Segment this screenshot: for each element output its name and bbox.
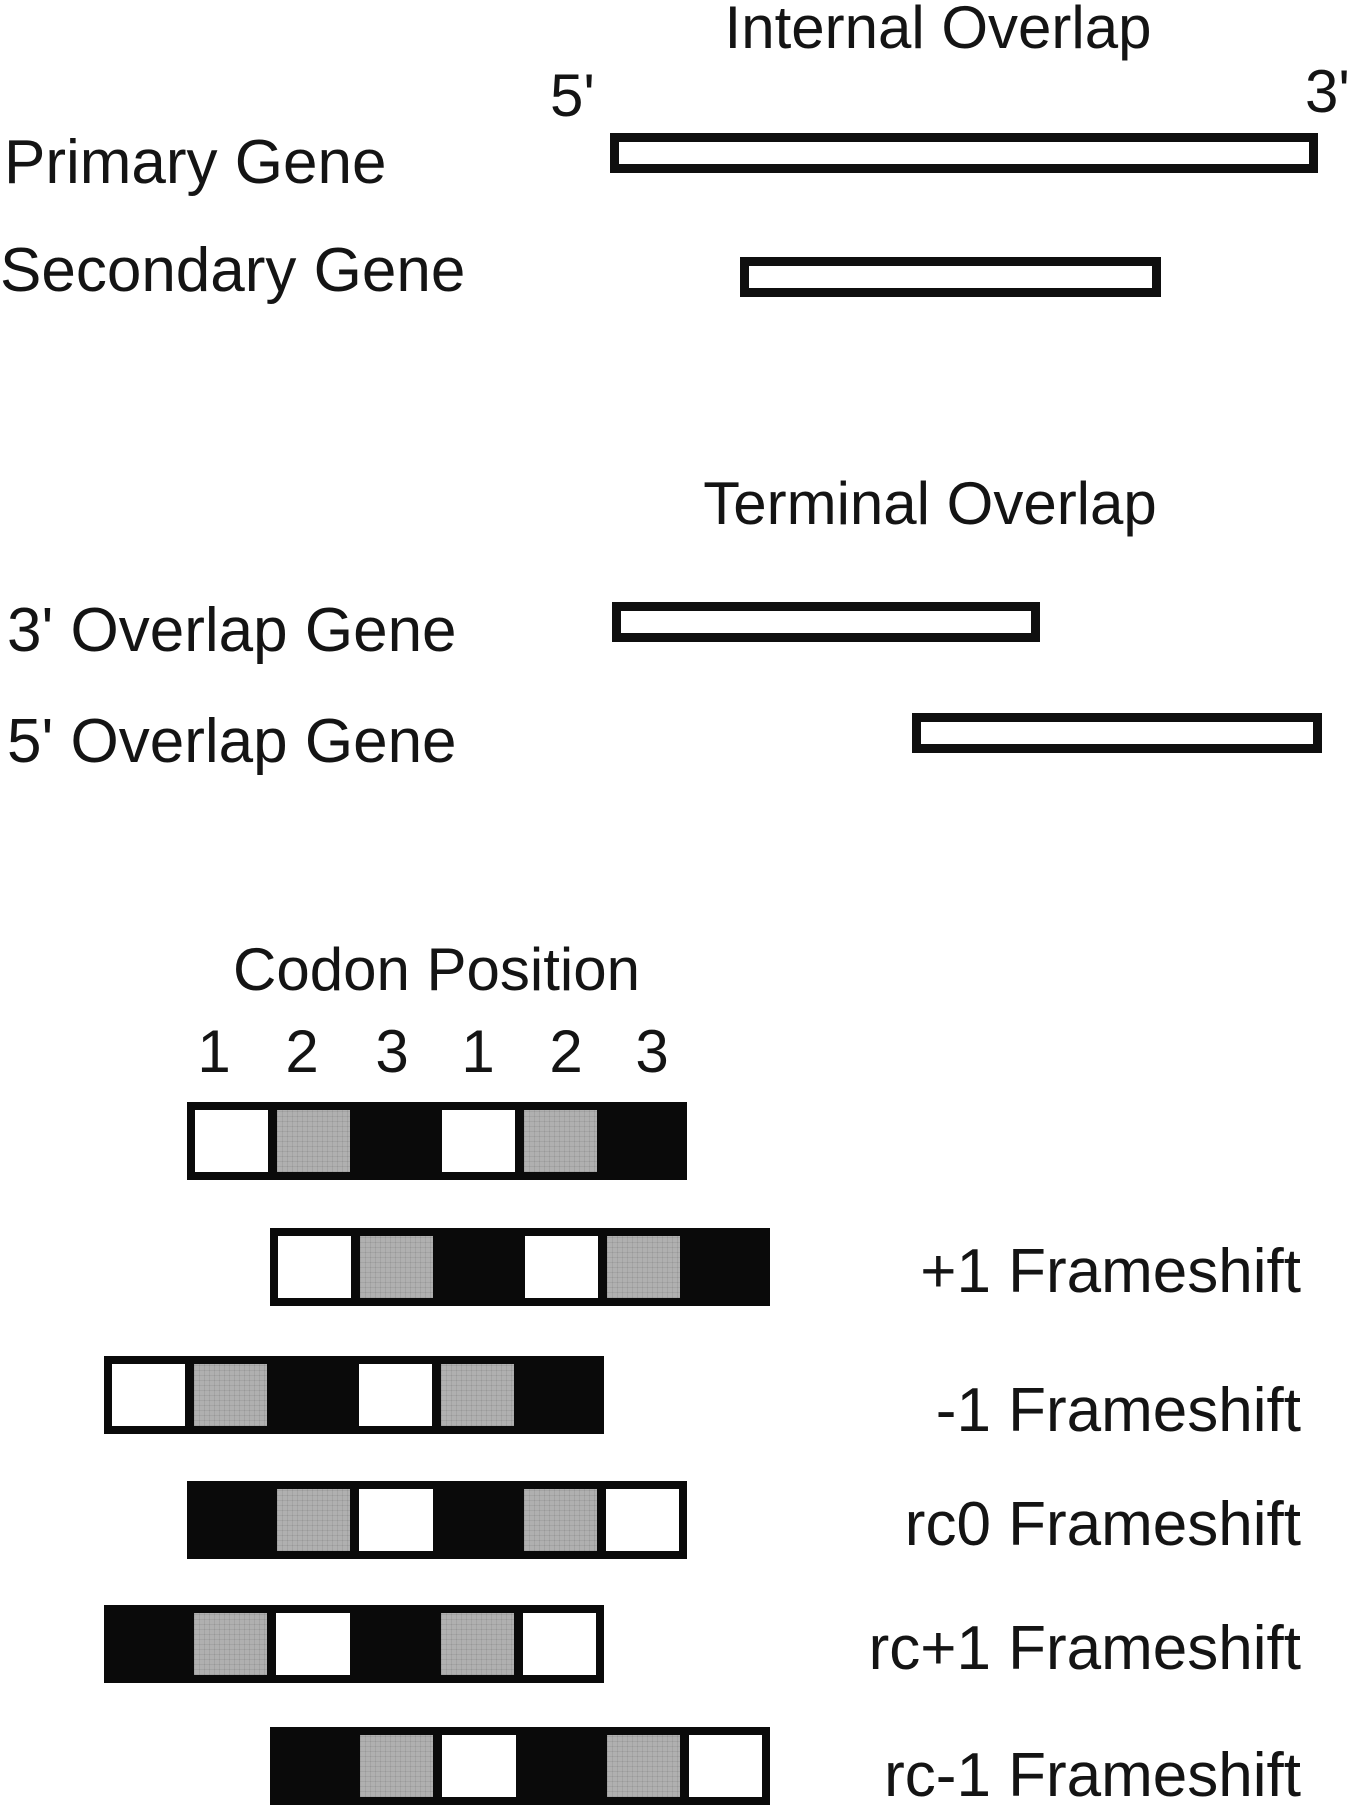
codon-cell xyxy=(442,1236,516,1298)
five-prime-overlap-gene-bar xyxy=(912,713,1322,753)
codon-cell xyxy=(522,1364,597,1426)
codon-cell xyxy=(605,1110,680,1172)
codon-cell xyxy=(358,1613,432,1675)
terminal-overlap-title: Terminal Overlap xyxy=(703,470,1157,537)
codon-cell xyxy=(112,1364,186,1426)
codon-cell xyxy=(440,1613,514,1675)
plus1-frameshift-label: +1 Frameshift xyxy=(920,1237,1301,1306)
codon-cell xyxy=(358,1364,432,1426)
codon-cell xyxy=(440,1364,514,1426)
codon-row-rc0 xyxy=(187,1481,687,1559)
codon-cell xyxy=(606,1236,680,1298)
secondary-gene-label: Secondary Gene xyxy=(0,236,466,305)
three-prime-label: 3' xyxy=(1305,58,1350,125)
codon-cell xyxy=(605,1489,680,1551)
codon-cell xyxy=(277,1489,351,1551)
codon-number-2: 2 xyxy=(285,1018,319,1085)
secondary-gene-bar xyxy=(740,257,1161,297)
codon-cell xyxy=(688,1735,763,1797)
codon-cell xyxy=(195,1110,269,1172)
codon-cell xyxy=(441,1110,515,1172)
codon-row-reference xyxy=(187,1102,687,1180)
codon-cell xyxy=(277,1110,351,1172)
codon-number-6: 3 xyxy=(635,1018,669,1085)
codon-cell xyxy=(524,1735,598,1797)
primary-gene-bar xyxy=(610,133,1318,173)
codon-row-rcminus1 xyxy=(270,1727,770,1805)
minus1-frameshift-label: -1 Frameshift xyxy=(935,1376,1301,1445)
codon-cell xyxy=(523,1110,597,1172)
internal-overlap-title: Internal Overlap xyxy=(724,0,1152,61)
codon-cell xyxy=(360,1236,434,1298)
codon-cell xyxy=(276,1364,350,1426)
codon-number-1: 1 xyxy=(197,1018,231,1085)
codon-cell xyxy=(112,1613,186,1675)
codon-cell xyxy=(606,1735,680,1797)
codon-cell xyxy=(276,1613,350,1675)
codon-number-4: 1 xyxy=(461,1018,495,1085)
codon-cell xyxy=(278,1236,352,1298)
codon-number-5: 2 xyxy=(549,1018,583,1085)
codon-position-title: Codon Position xyxy=(233,936,640,1003)
three-prime-overlap-gene-label: 3' Overlap Gene xyxy=(7,596,457,665)
five-prime-label: 5' xyxy=(550,62,595,129)
codon-cell xyxy=(194,1613,268,1675)
rcminus1-frameshift-label: rc-1 Frameshift xyxy=(884,1741,1301,1810)
five-prime-overlap-gene-label: 5' Overlap Gene xyxy=(7,707,457,776)
codon-row-rcplus1 xyxy=(104,1605,604,1683)
codon-cell xyxy=(278,1735,352,1797)
codon-cell xyxy=(194,1364,268,1426)
codon-cell xyxy=(195,1489,269,1551)
rcplus1-frameshift-label: rc+1 Frameshift xyxy=(868,1614,1301,1683)
codon-number-3: 3 xyxy=(375,1018,409,1085)
codon-cell xyxy=(359,1110,433,1172)
codon-cell xyxy=(523,1489,597,1551)
primary-gene-label: Primary Gene xyxy=(4,128,387,197)
codon-cell xyxy=(442,1735,516,1797)
codon-row-minus1 xyxy=(104,1356,604,1434)
codon-cell xyxy=(360,1735,434,1797)
codon-cell xyxy=(522,1613,597,1675)
codon-row-plus1 xyxy=(270,1228,770,1306)
codon-cell xyxy=(441,1489,515,1551)
codon-cell xyxy=(524,1236,598,1298)
codon-cell xyxy=(688,1236,763,1298)
rc0-frameshift-label: rc0 Frameshift xyxy=(904,1490,1301,1559)
three-prime-overlap-gene-bar xyxy=(612,602,1040,642)
codon-cell xyxy=(359,1489,433,1551)
